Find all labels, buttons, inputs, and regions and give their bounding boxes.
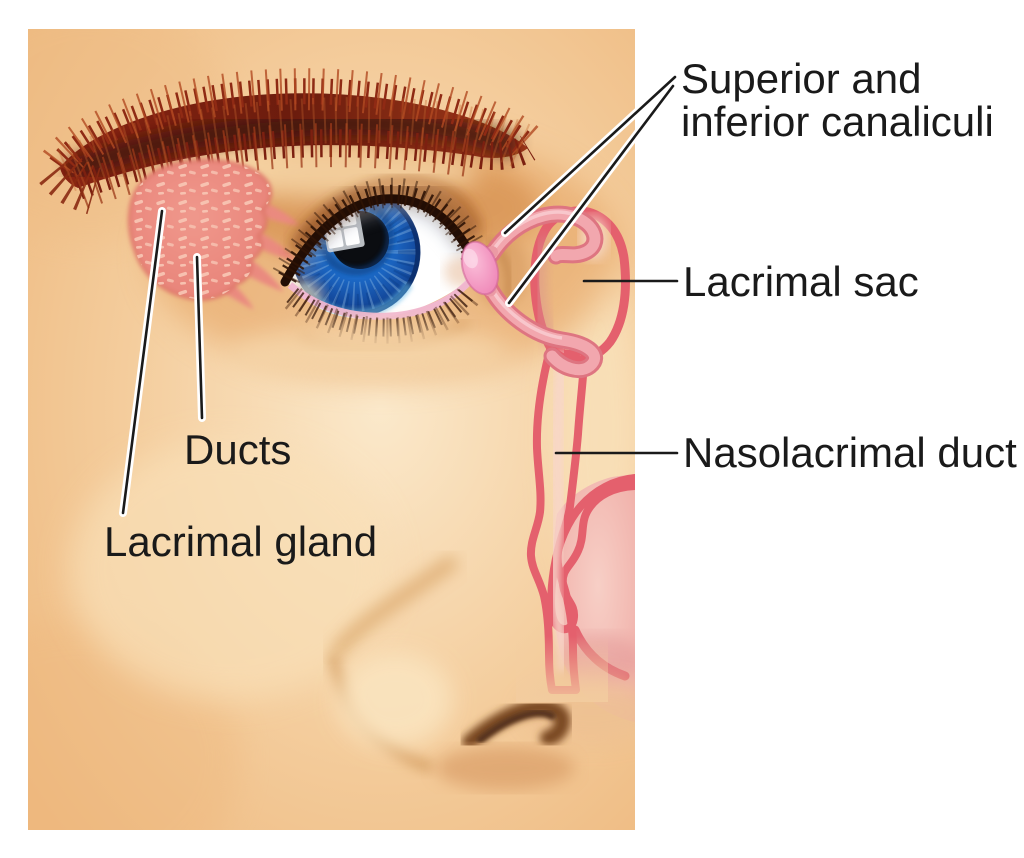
- nostril-core: [476, 709, 556, 744]
- gland-speckles: [129, 160, 271, 300]
- nose-illustration: [327, 554, 575, 790]
- leader-line-inferior-canaliculus: [507, 84, 675, 305]
- canaliculi-illustration: [481, 205, 604, 379]
- eyebrow-hair-texture: [56, 96, 532, 192]
- label-nasolacrimal-duct: Nasolacrimal duct: [683, 429, 1017, 476]
- label-lacrimal-gland: Lacrimal gland: [104, 518, 377, 565]
- leader-line-ducts: [195, 255, 204, 420]
- lower-lashes: [286, 286, 476, 337]
- iris-texture-dark: [292, 198, 420, 316]
- illustration-panel: [28, 29, 635, 830]
- label-lacrimal-sac: Lacrimal sac: [683, 258, 919, 305]
- under-eye-highlight: [230, 326, 510, 378]
- labels: Superior and inferior canaliculi Lacrima…: [104, 55, 1017, 565]
- label-ducts: Ducts: [184, 426, 291, 473]
- nasolacrimal-duct-illustration: [516, 342, 608, 702]
- duct-highlight: [548, 351, 569, 673]
- cheek-highlight: [70, 440, 390, 700]
- superior-canaliculus-highlight: [490, 210, 573, 253]
- leader-lines: [119, 73, 679, 517]
- nose-side-crease: [329, 554, 460, 660]
- upper-lashes: [278, 184, 484, 283]
- nostril: [462, 699, 571, 750]
- superior-canaliculus: [486, 208, 601, 262]
- label-canaliculi-line2: inferior canaliculi: [681, 98, 994, 145]
- lower-lashes-long: [284, 286, 480, 344]
- caruncle-illustration: [460, 240, 500, 296]
- nostril-shadow: [435, 746, 575, 790]
- leader-line-superior-canaliculus: [503, 75, 677, 235]
- caruncle-highlight: [463, 248, 478, 269]
- label-canaliculi-line1: Superior and: [681, 55, 922, 102]
- nose-ala-highlight: [337, 652, 453, 748]
- eyebrow-hair-top: [49, 78, 536, 175]
- leader-line-lacrimal-gland: [121, 209, 164, 515]
- duct-fade: [516, 636, 608, 702]
- eyebrow: [39, 68, 541, 215]
- lower-waterline: [287, 278, 473, 320]
- eye-illustration: [230, 177, 510, 378]
- lacrimal-gland-illustration: [128, 158, 300, 310]
- iris-texture: [296, 198, 416, 312]
